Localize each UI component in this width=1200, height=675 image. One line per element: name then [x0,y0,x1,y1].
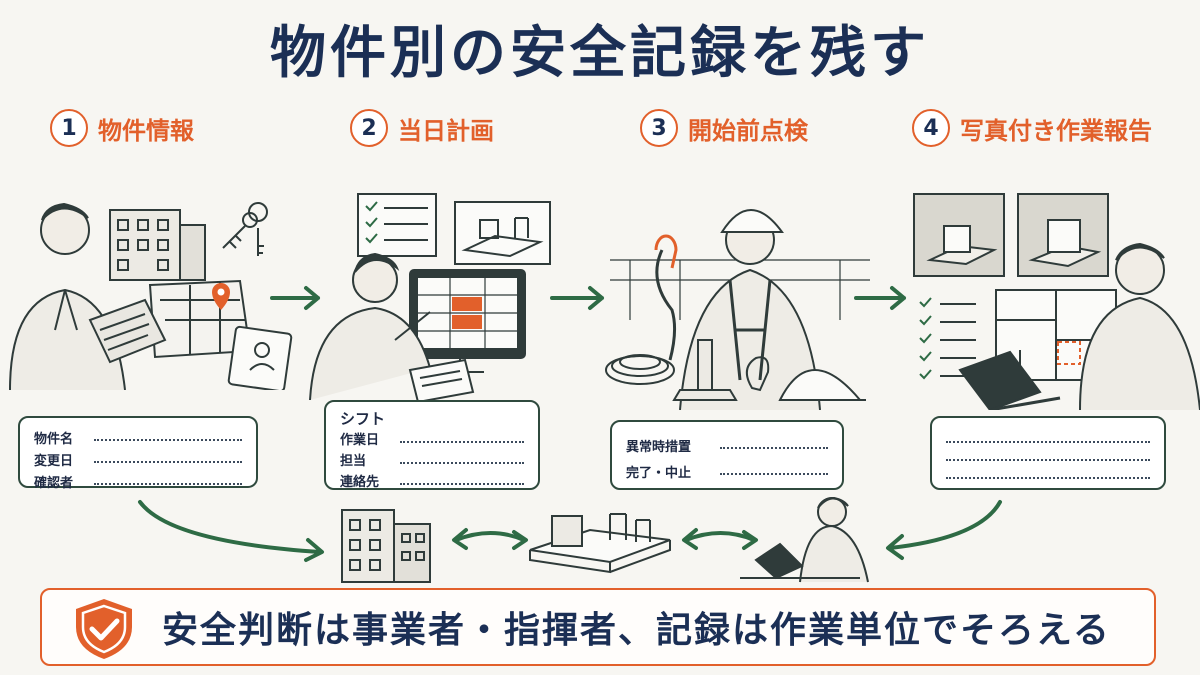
step-number: 2 [350,109,388,147]
blank-line [720,447,828,449]
highlight-area [1057,341,1081,365]
field-label: 確認者 [34,475,74,491]
building-icon [341,509,431,583]
summary-message: 安全判断は事業者・指揮者、記録は作業単位でそろえる [162,610,1111,651]
arrow-right-icon [270,286,320,310]
photo-report-card [930,416,1166,490]
inspection-card: 異常時措置 完了・中止 [610,420,844,490]
laptop-icon [958,350,1061,410]
field-label: 作業日 [340,433,380,448]
carabiner-icon [745,356,770,392]
worker-figure [309,252,431,400]
step-flow-arrows [270,286,906,310]
monitor-icon [409,269,526,373]
shield-check-icon [76,599,132,659]
summary-banner: 安全判断は事業者・指揮者、記録は作業単位でそろえる [40,588,1156,666]
step-number: 1 [50,109,88,147]
worker-figure [679,209,821,410]
lanyard-icon [654,234,678,361]
rooftop-equipment-icon [529,513,671,574]
blank-line [720,473,828,475]
step-number: 3 [640,109,678,147]
curved-arrow-icon [886,500,1002,560]
safety-harness-icon [728,279,772,381]
step-number: 4 [912,109,950,147]
blank-line [94,461,242,463]
step-label: 写真付き作業報告 [960,116,1152,145]
step-label: 当日計画 [398,116,494,145]
worker-figure [9,202,126,390]
field-label: 変更日 [34,453,74,469]
card-heading: シフト [340,410,386,428]
double-arrow-icon [452,528,528,550]
record-consolidation-illustration [138,496,1002,583]
photo-report-illustration [913,193,1200,410]
step-label: 物件情報 [98,116,194,145]
blank-line [94,439,242,441]
clipboard-icon [88,298,167,364]
field-label: 異常時措置 [626,439,692,455]
blank-line [400,482,524,485]
building-icon [109,209,206,281]
step-3-header: 3 開始前点検 [640,108,808,148]
photo-icon [1017,193,1109,277]
property-info-card: 物件名 変更日 確認者 [18,416,258,491]
step-1-header: 1 物件情報 [50,108,194,148]
blank-line [94,483,242,485]
curved-arrow-icon [138,500,324,562]
checklist-icon [357,193,437,257]
hard-hat-icon [720,209,784,233]
rooftop-equipment-icon [454,201,551,265]
double-arrow-icon [682,528,758,550]
field-label: 物件名 [34,431,74,447]
blank-line [946,459,1150,461]
page-title: 物件別の安全記録を残す [270,21,930,86]
document-icon [408,358,475,400]
arrow-right-icon [854,286,906,310]
step-2-header: 2 当日計画 [350,108,494,148]
anchor-post-icon [672,339,738,401]
blank-line [400,461,524,464]
keys-icon [222,202,268,256]
field-label: 完了・中止 [626,465,692,481]
blank-line [946,441,1150,443]
daily-plan-illustration [309,193,551,400]
blank-line [400,440,524,443]
field-label: 連絡先 [340,475,380,490]
step-4-header: 4 写真付き作業報告 [912,108,1152,148]
checklist-icon [919,297,976,380]
schedule-highlight [452,315,482,329]
rope-coil-icon [605,354,675,385]
blank-line [946,477,1150,479]
spare-helmet-icon [778,369,866,401]
property-info-illustration [9,202,293,390]
arrow-right-icon [550,286,604,310]
worker-figure [1079,242,1200,410]
map-pin-icon [212,283,230,310]
profile-notebook-icon [227,325,293,390]
daily-plan-card: シフト 作業日 担当 連絡先 [324,400,540,490]
field-label: 担当 [340,454,367,469]
worker-at-laptop-figure [740,496,869,583]
schedule-highlight [452,297,482,311]
pre-start-inspection-illustration [605,209,870,410]
step-label: 開始前点検 [688,116,808,145]
photo-icon [913,193,1005,277]
